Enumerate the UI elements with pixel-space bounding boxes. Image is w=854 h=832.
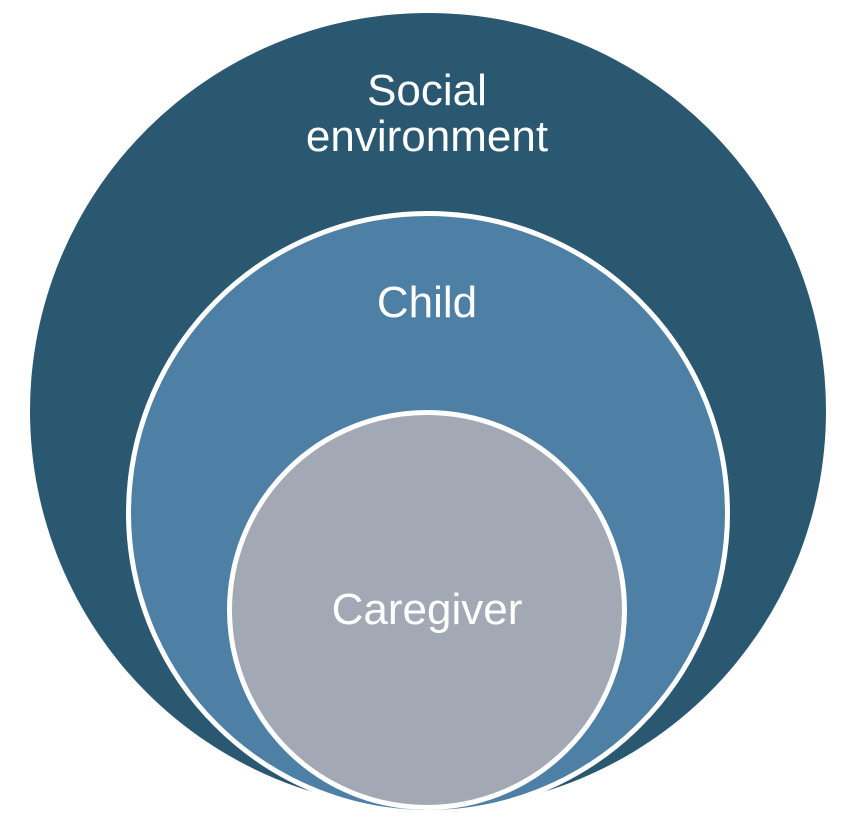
label-caregiver: Caregiver [331, 585, 523, 634]
label-child: Child [376, 278, 478, 327]
circle-caregiver [227, 410, 627, 810]
label-social-environment: Social environment [305, 66, 549, 161]
